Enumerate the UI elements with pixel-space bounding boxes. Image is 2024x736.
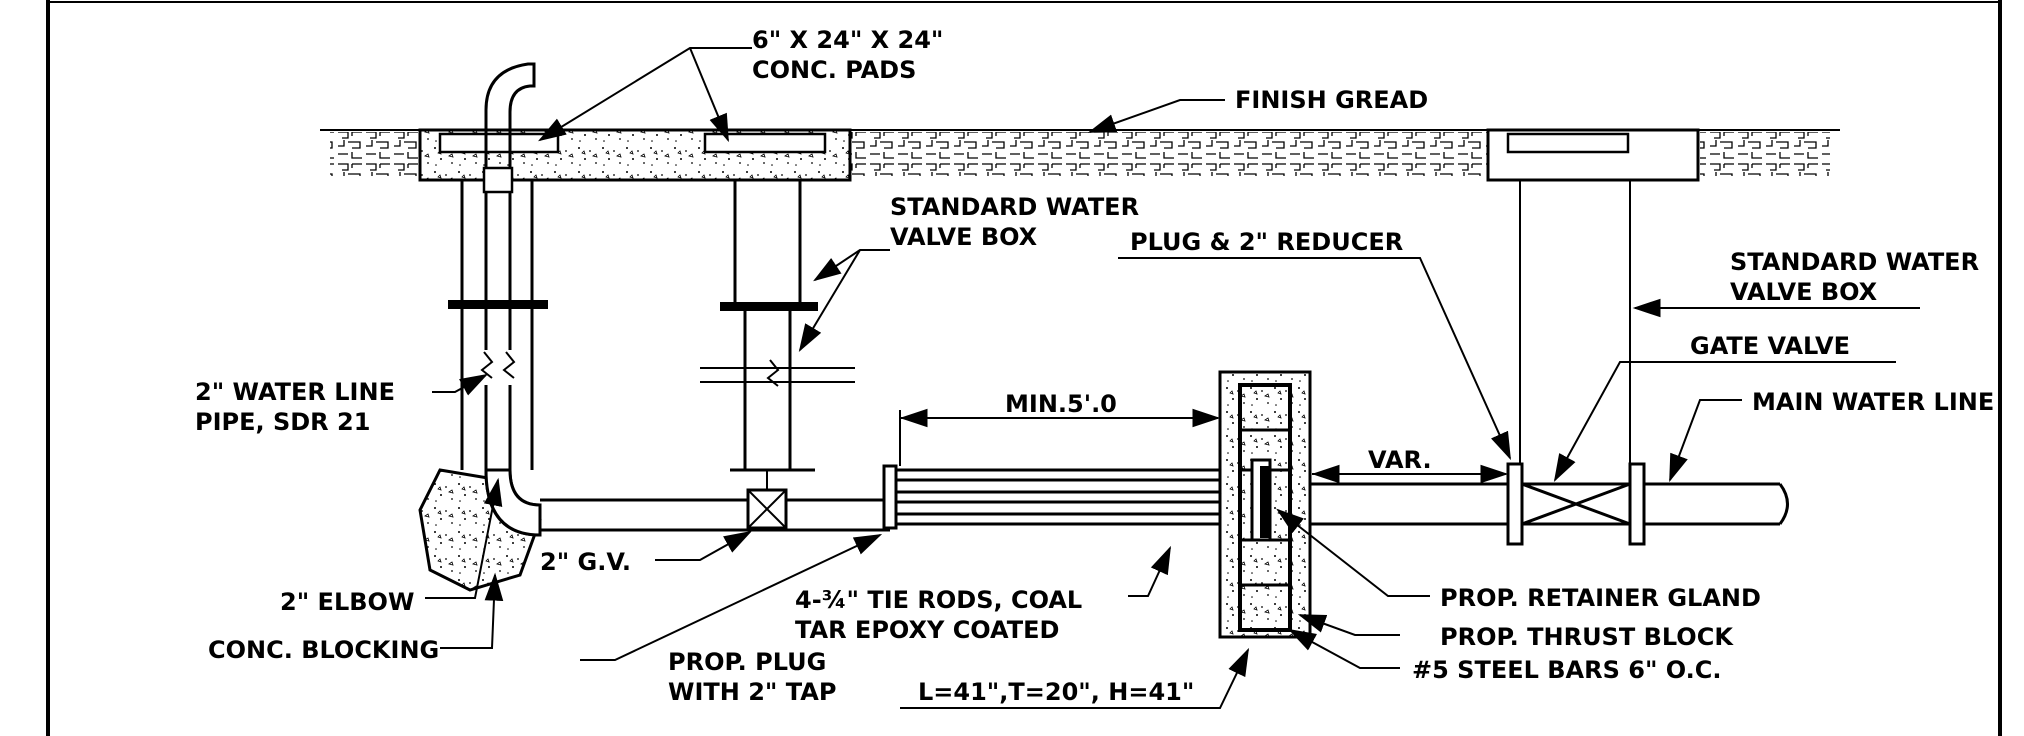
label-tie-rods: 4-¾" TIE RODS, COAL [795,586,1082,614]
valve-box-left [700,180,855,472]
label-conc-blocking: CONC. BLOCKING [208,636,439,664]
label-tie-rods-coating: TAR EPOXY COATED [795,616,1059,644]
label-main-water-line: MAIN WATER LINE [1752,388,1994,416]
label-prop-plug: PROP. PLUG [668,648,826,676]
dimension-lines [899,408,1509,484]
riser-pipe [448,62,548,470]
label-valve-box-left-2: VALVE BOX [890,223,1038,251]
two-inch-line [540,470,890,532]
label-valve-box-right-2: VALVE BOX [1730,278,1878,306]
label-conc-pads: CONC. PADS [752,56,916,84]
label-water-line: 2" WATER LINE [195,378,395,406]
callout-labels: 6" X 24" X 24" CONC. PADS FINISH GREAD S… [195,26,1994,706]
label-valve-box-right-1: STANDARD WATER [1730,248,1979,276]
label-water-line-pipe: PIPE, SDR 21 [195,408,370,436]
main-water-line [1310,180,1789,546]
label-min-dimension: MIN.5'.0 [1005,390,1117,418]
label-var-dimension: VAR. [1368,446,1432,474]
label-gate-valve-2in: 2" G.V. [540,548,631,576]
tie-rod-assembly [882,464,1250,530]
label-elbow: 2" ELBOW [280,588,414,616]
label-steel-bars: #5 STEEL BARS 6" O.C. [1412,656,1722,684]
sheet-border [46,0,2002,736]
label-block-dimensions: L=41",T=20", H=41" [918,678,1194,706]
leader-lines [425,47,1920,709]
label-thrust-block: PROP. THRUST BLOCK [1440,623,1734,651]
thrust-block [1218,370,1312,639]
label-plug-reducer: PLUG & 2" REDUCER [1130,228,1403,256]
label-conc-pads-dims: 6" X 24" X 24" [752,26,943,54]
label-gate-valve: GATE VALVE [1690,332,1850,360]
label-valve-box-left-1: STANDARD WATER [890,193,1139,221]
label-retainer-gland: PROP. RETAINER GLAND [1440,584,1761,612]
label-finish-grade: FINISH GREAD [1235,86,1428,114]
label-prop-plug-tap: WITH 2" TAP [668,678,836,706]
finish-grade-ground [320,128,1840,182]
